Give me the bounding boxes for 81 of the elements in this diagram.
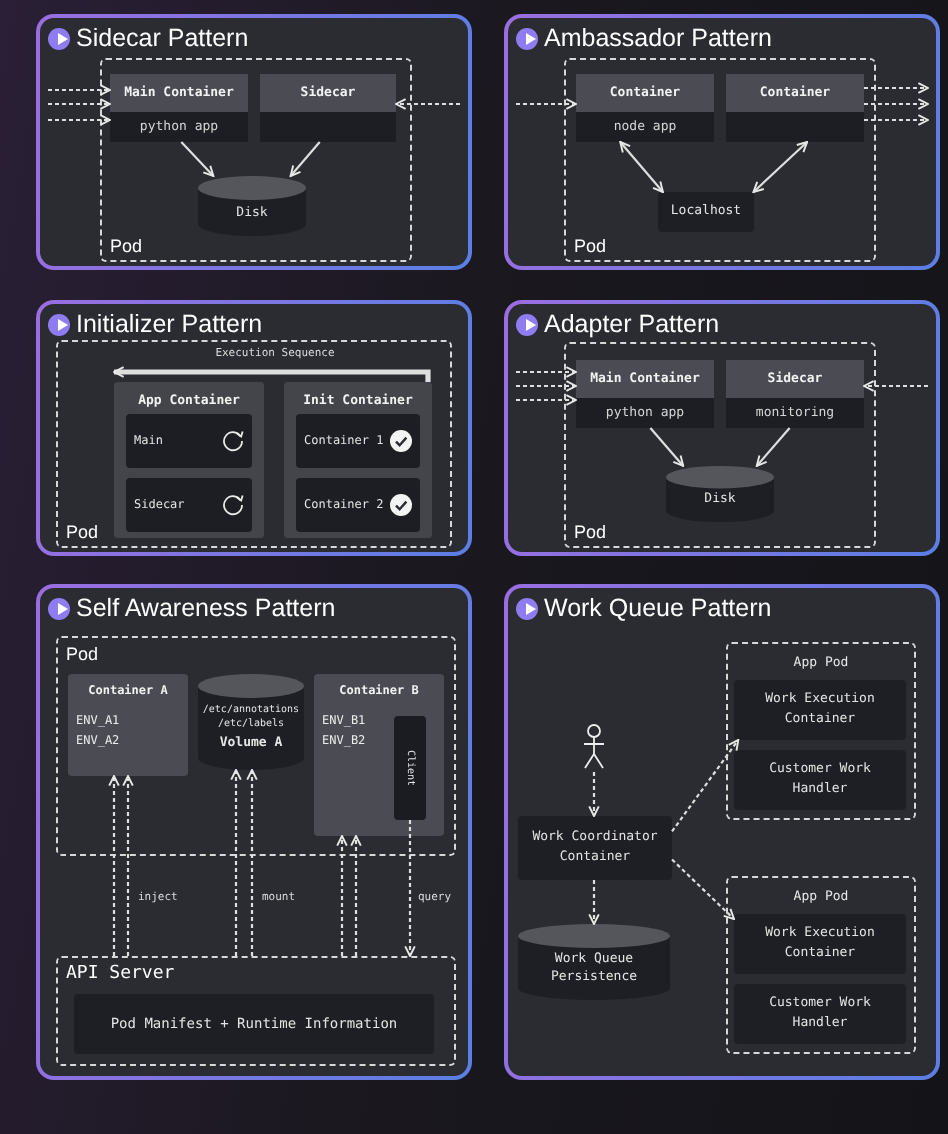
client-box [394,716,426,820]
panel-card [504,14,940,270]
arrow [113,366,431,382]
arrow [755,427,791,467]
arrow [350,835,362,956]
pod-label: Pod [66,522,99,542]
pod-label: Pod [574,522,607,542]
arrow [122,775,134,956]
panel-card [36,300,472,556]
arrow [752,141,809,193]
container-box [296,414,420,468]
pod-boundary [726,642,916,820]
panel-title: Initializer Pattern [76,310,263,338]
arrow [649,427,685,467]
storage-cylinder [666,466,774,522]
arrow [404,820,416,957]
arrow [864,98,929,110]
process-box [734,914,906,974]
container-group [284,382,432,538]
person-figure [580,724,608,772]
arrow [864,114,929,126]
pod-label: Pod [110,236,143,256]
pod-label: API Server [66,964,175,984]
container-group [114,382,264,538]
pod-boundary [56,340,452,548]
panel-card [36,584,472,1080]
pod-boundary [726,876,916,1054]
arrow [516,380,577,392]
storage-cylinder [198,176,306,236]
panel-title: Sidecar Pattern [76,24,249,52]
arrow [516,394,577,406]
arrow [48,98,111,110]
process-box [734,750,906,810]
panel-title: Ambassador Pattern [544,24,772,52]
arrow [230,769,242,956]
arrow [516,366,577,378]
container-box [726,360,864,428]
container-box [126,478,252,532]
panel-title: Self Awareness Pattern [76,594,336,622]
container-box [260,74,396,142]
panel-card [36,14,472,270]
process-box [734,680,906,740]
container-box [576,360,714,428]
panel-title: Adapter Pattern [544,310,720,338]
arrow [671,739,740,833]
arrow [48,84,111,96]
arrow [48,114,111,126]
panel-card [504,584,940,1080]
arrow [246,769,258,956]
pod-boundary [56,636,456,856]
arrow [588,880,600,925]
pod-label: Pod [574,236,607,256]
pod-boundary [100,58,412,262]
pod-boundary [564,342,876,548]
container-box [110,74,248,142]
arrow [336,835,348,956]
storage-cylinder [198,674,304,770]
container-box [126,414,252,468]
process-box [658,192,754,232]
container-box [576,74,714,142]
arrow [395,98,460,110]
arrow [108,775,120,956]
panel-title: Work Queue Pattern [544,594,772,622]
arrow [289,141,321,177]
process-box [518,816,672,880]
arrow [180,141,215,177]
panel-card [504,300,940,556]
pod-boundary [56,956,456,1066]
arrow [863,380,928,392]
arrow [619,141,664,193]
arrow [671,858,735,920]
storage-cylinder [518,924,670,1000]
container-box [296,478,420,532]
container-box [726,74,864,142]
arrow [864,82,929,94]
pod-label: Pod [66,644,99,664]
pod-boundary [564,58,876,262]
arrow [588,772,600,817]
container-box [68,674,188,776]
arrow [516,98,577,110]
container-box [314,674,444,836]
